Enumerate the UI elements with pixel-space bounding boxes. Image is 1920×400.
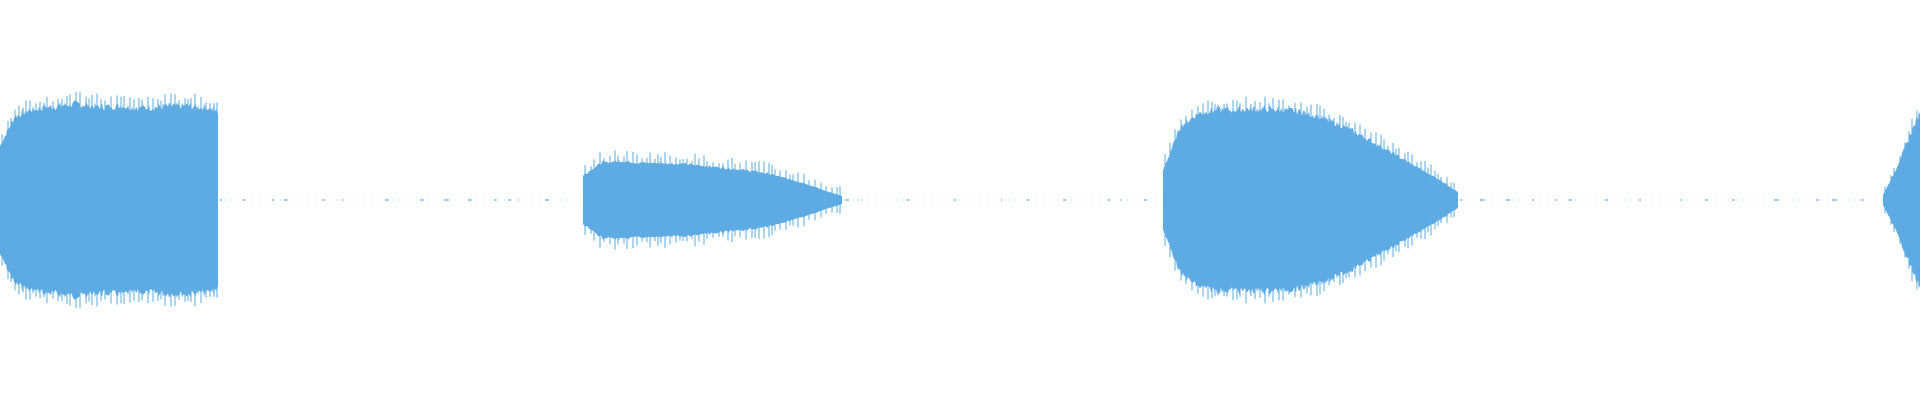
waveform-segment-4	[1883, 110, 1920, 290]
waveform-envelope	[1883, 111, 1920, 289]
waveform-segment-1	[0, 91, 218, 309]
waveform-envelope	[0, 100, 218, 300]
waveform-segment-2	[583, 150, 842, 250]
waveform-segment-3	[1163, 96, 1458, 304]
